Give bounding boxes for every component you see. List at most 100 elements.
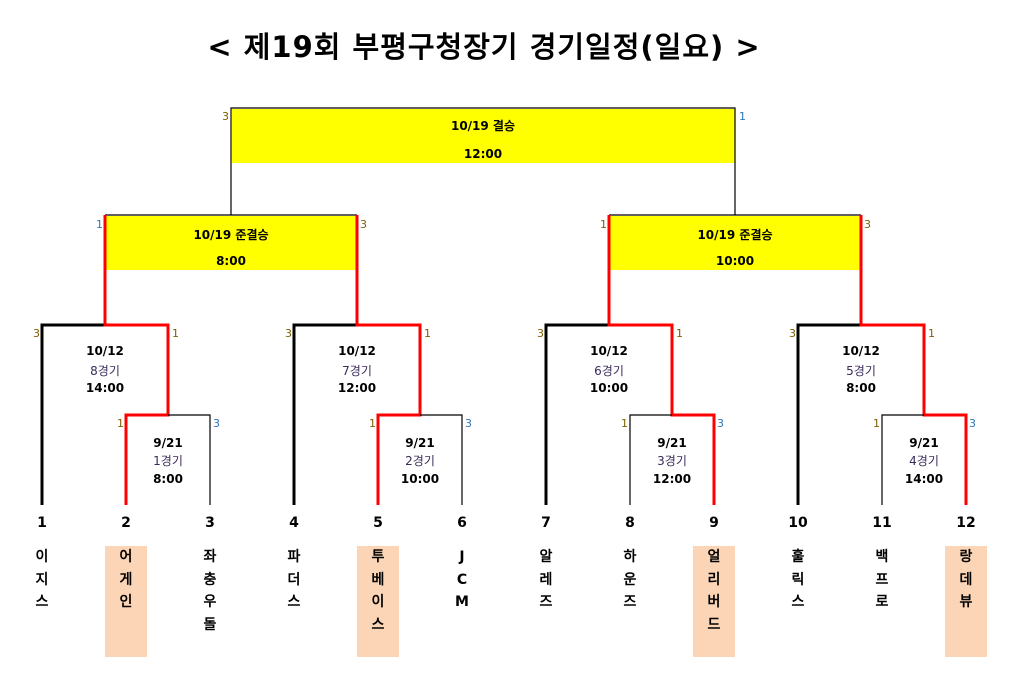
team-name-char: 훌 bbox=[791, 549, 805, 565]
winner-path-line bbox=[607, 215, 716, 505]
score-label: 1 bbox=[676, 327, 683, 340]
match-time: 10:00 bbox=[589, 381, 629, 395]
team-number: 8 bbox=[625, 515, 635, 531]
team-name-char: 더 bbox=[287, 571, 301, 588]
semi-title: 10/19 준결승 bbox=[193, 228, 269, 242]
team-name-char: 드 bbox=[707, 616, 721, 633]
team-name-char: 돌 bbox=[203, 616, 217, 633]
team-name-char: 우 bbox=[203, 594, 217, 610]
match-game-number: 7경기 bbox=[342, 364, 372, 378]
team-name-char: 스 bbox=[287, 594, 301, 610]
team-name-char: 뷰 bbox=[959, 594, 973, 610]
score-label: 1 bbox=[172, 327, 179, 340]
score-label: 1 bbox=[117, 417, 124, 430]
score-label: 3 bbox=[969, 417, 976, 430]
match-date: 10/12 bbox=[86, 344, 124, 358]
semi-time: 10:00 bbox=[715, 254, 755, 268]
team-number: 6 bbox=[457, 515, 467, 531]
semi-time: 8:00 bbox=[216, 254, 246, 268]
team-name-char: 베 bbox=[371, 571, 385, 588]
match-time: 8:00 bbox=[846, 381, 876, 395]
team-name-char: 즈 bbox=[623, 594, 637, 610]
score-label: 3 bbox=[717, 417, 724, 430]
team-number: 5 bbox=[373, 515, 383, 531]
semi-box-fill-1 bbox=[106, 216, 357, 270]
first-round-line bbox=[881, 414, 924, 505]
match-game-number: 4경기 bbox=[909, 454, 939, 468]
team-name-char: 투 bbox=[371, 549, 385, 565]
team-name-char: 버 bbox=[707, 594, 721, 610]
match-date: 9/21 bbox=[405, 436, 435, 450]
final-bracket-line bbox=[230, 107, 736, 215]
team-name-char: 어 bbox=[119, 549, 133, 565]
score-label: 1 bbox=[873, 417, 880, 430]
score-label: 1 bbox=[621, 417, 628, 430]
team-name-char: 이 bbox=[371, 594, 385, 610]
semi-box-fill-2 bbox=[610, 216, 861, 270]
page-title: < 제19회 부평구청장기 경기일정(일요) > bbox=[207, 30, 761, 64]
match-time: 12:00 bbox=[652, 472, 692, 486]
team-name-char: 얼 bbox=[707, 549, 721, 565]
team-name-char: 스 bbox=[791, 594, 805, 610]
team-name-char: 랑 bbox=[959, 549, 973, 565]
team-number: 7 bbox=[541, 515, 551, 531]
score-label: 3 bbox=[213, 417, 220, 430]
score-label: 1 bbox=[96, 218, 103, 231]
score-label: 1 bbox=[424, 327, 431, 340]
match-game-number: 6경기 bbox=[594, 364, 624, 378]
score-label: 1 bbox=[739, 110, 746, 123]
score-label: 1 bbox=[600, 218, 607, 231]
team-number: 1 bbox=[37, 515, 47, 531]
team-name-char: 좌 bbox=[203, 549, 217, 565]
score-label: 3 bbox=[465, 417, 472, 430]
match-date: 9/21 bbox=[153, 436, 183, 450]
match-time: 10:00 bbox=[400, 472, 440, 486]
team-number: 4 bbox=[289, 515, 299, 531]
score-label: 1 bbox=[928, 327, 935, 340]
team-name-char: J bbox=[459, 549, 465, 565]
team-name-char: 게 bbox=[119, 571, 133, 588]
team-name-char: 이 bbox=[35, 549, 49, 565]
team-name-char: 로 bbox=[875, 594, 889, 610]
match-time: 14:00 bbox=[904, 472, 944, 486]
team-name-char: 리 bbox=[707, 571, 721, 588]
team-name-char: 스 bbox=[371, 616, 385, 633]
match-game-number: 5경기 bbox=[846, 364, 876, 378]
match-date: 10/12 bbox=[842, 344, 880, 358]
final-title: 10/19 결승 bbox=[450, 119, 516, 133]
final-time: 12:00 bbox=[463, 147, 503, 161]
team-name-char: 운 bbox=[623, 571, 637, 588]
match-game-number: 3경기 bbox=[657, 454, 687, 468]
match-date: 9/21 bbox=[657, 436, 687, 450]
team-number: 9 bbox=[709, 515, 719, 531]
match-date: 9/21 bbox=[909, 436, 939, 450]
match-date: 10/12 bbox=[590, 344, 628, 358]
team-name-char: 레 bbox=[539, 571, 553, 588]
score-label: 3 bbox=[789, 327, 796, 340]
team-name-char: 스 bbox=[35, 594, 49, 610]
team-name-char: 파 bbox=[287, 549, 301, 565]
match-game-number: 8경기 bbox=[90, 364, 120, 378]
score-label: 3 bbox=[222, 110, 229, 123]
first-round-line bbox=[420, 414, 463, 505]
team-name-char: 백 bbox=[875, 549, 889, 565]
match-time: 14:00 bbox=[85, 381, 125, 395]
team-name-char: 충 bbox=[203, 571, 217, 588]
team-name-char: 알 bbox=[539, 549, 553, 565]
first-round-line bbox=[168, 414, 211, 505]
team-name-char: 하 bbox=[623, 549, 637, 565]
team-name-char: 즈 bbox=[539, 594, 553, 610]
team-name-char: 데 bbox=[959, 571, 973, 588]
match-time: 12:00 bbox=[337, 381, 377, 395]
team-number: 10 bbox=[788, 515, 808, 531]
team-number: 3 bbox=[205, 515, 215, 531]
score-label: 3 bbox=[33, 327, 40, 340]
